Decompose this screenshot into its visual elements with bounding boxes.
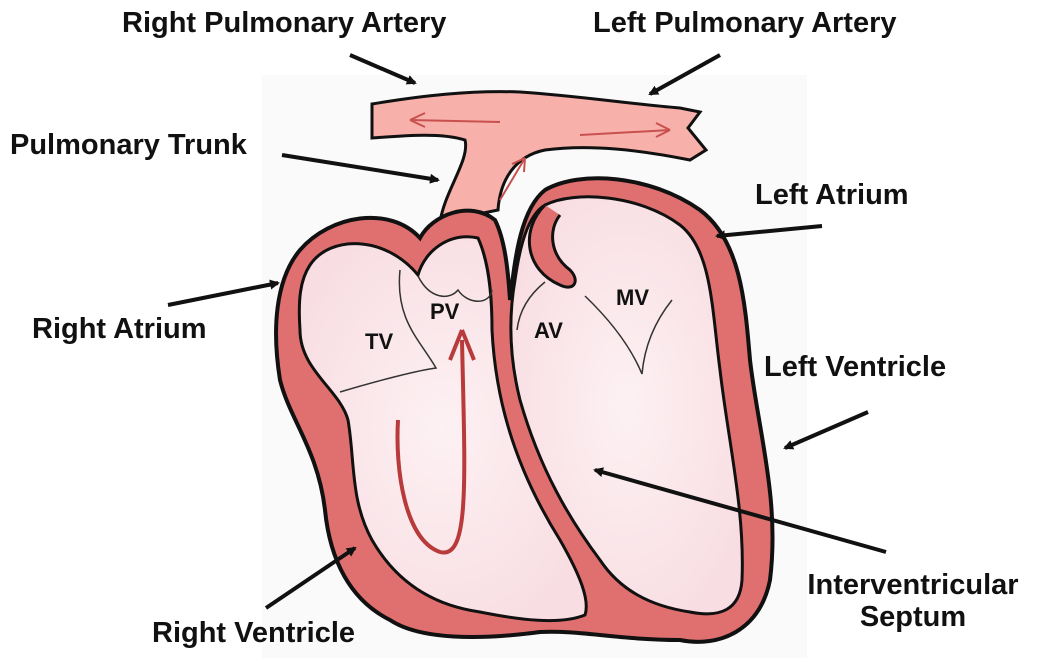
- av-label: AV: [534, 318, 563, 343]
- left-ventricle-label: Left Ventricle: [764, 352, 946, 384]
- pv-label: PV: [430, 299, 460, 324]
- left-pulmonary-artery-label: Left Pulmonary Artery: [593, 8, 897, 40]
- septum-label-line2: Septum: [793, 602, 1033, 634]
- right-ventricle-label: Right Ventricle: [152, 618, 355, 650]
- pulmonary-trunk-label: Pulmonary Trunk: [10, 130, 247, 162]
- mv-label: MV: [616, 285, 649, 310]
- septum-label: Interventricular Septum: [793, 570, 1033, 634]
- tv-label: TV: [365, 329, 393, 354]
- right-pulmonary-artery-label: Right Pulmonary Artery: [122, 8, 446, 40]
- right-atrium-pointer: [168, 283, 278, 305]
- right-atrium-label: Right Atrium: [32, 314, 207, 346]
- septum-label-line1: Interventricular: [793, 570, 1033, 602]
- left-atrium-label: Left Atrium: [755, 180, 909, 212]
